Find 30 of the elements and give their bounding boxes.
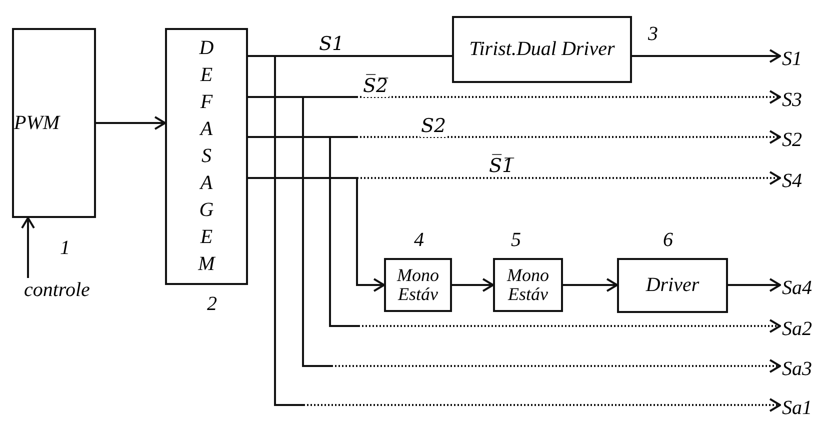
signal-text: controle <box>24 280 90 300</box>
number-label: 3 <box>648 24 658 44</box>
signal-text: S1 <box>782 48 802 70</box>
arrow <box>96 116 166 130</box>
block-text: Mono Estáv <box>506 266 550 304</box>
arrow <box>632 49 781 63</box>
signal-text: Sa1 <box>782 398 812 418</box>
number-label: 2 <box>207 294 217 314</box>
number-label: 1 <box>60 238 70 258</box>
arrow <box>563 278 618 292</box>
arrow <box>248 177 385 292</box>
edge-label: S2 <box>420 116 448 137</box>
signal-text: Sa2 <box>782 318 812 340</box>
signal-text: S2 <box>782 130 802 150</box>
edge-label: S̅2̅ <box>362 76 390 97</box>
block-text: PWM <box>14 112 60 134</box>
arrow <box>452 278 494 292</box>
signal-text: Sa4 <box>782 278 812 298</box>
number-label: 4 <box>414 230 424 250</box>
block-text: Tirist.Dual Driver <box>469 39 615 60</box>
arrow <box>728 278 781 292</box>
signal-text: Sa3 <box>782 358 812 380</box>
block-text: Driver <box>646 275 700 296</box>
block-text: DEFASAGEM <box>197 36 216 277</box>
number-label: 5 <box>511 230 521 250</box>
signal-text: S4 <box>782 170 802 192</box>
signal-text: S3 <box>782 90 802 110</box>
number-label: 6 <box>663 230 673 250</box>
arrow <box>21 217 35 278</box>
block-text: Mono Estáv <box>396 266 440 304</box>
